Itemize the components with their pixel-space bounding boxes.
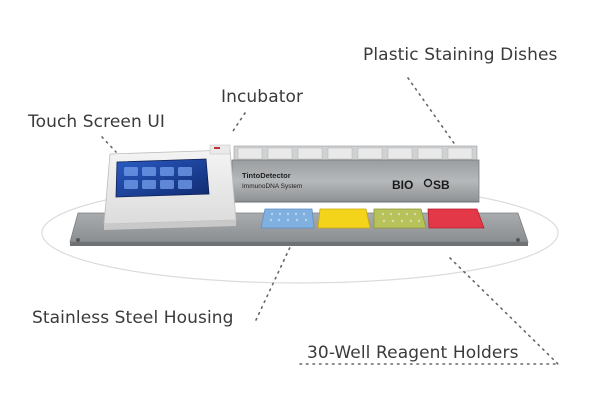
tray-red xyxy=(427,208,485,229)
leader-incubator xyxy=(230,112,246,135)
leader-steel xyxy=(255,242,293,321)
leader-touch xyxy=(101,136,117,153)
brand-logo-right: SB xyxy=(433,178,450,192)
leader-lines xyxy=(101,77,559,365)
brand-logo-mark xyxy=(423,178,433,188)
tray-green xyxy=(373,208,427,229)
incubator-body xyxy=(231,159,480,203)
leader-reagent xyxy=(449,257,559,365)
screw xyxy=(76,238,80,242)
staining-dish-slots xyxy=(233,145,478,161)
model-name-line2: ImmunoDNA System xyxy=(242,183,302,190)
leader-dishes xyxy=(407,77,457,147)
label-touch-screen-ui: Touch Screen UI xyxy=(28,112,166,132)
label-reagent-holders: 30-Well Reagent Holders xyxy=(307,343,519,363)
reagent-holder-trays xyxy=(260,208,485,229)
tray-yellow xyxy=(317,208,371,229)
label-incubator: Incubator xyxy=(221,87,304,107)
label-plastic-staining-dishes: Plastic Staining Dishes xyxy=(363,45,558,65)
tray-blue xyxy=(260,208,315,229)
brand-logo-left: BIO xyxy=(392,178,413,192)
touch-screen-display xyxy=(115,158,210,198)
model-name-line1: TintoDetector xyxy=(242,171,291,180)
screw xyxy=(516,238,520,242)
label-stainless-steel-housing: Stainless Steel Housing xyxy=(32,308,234,328)
